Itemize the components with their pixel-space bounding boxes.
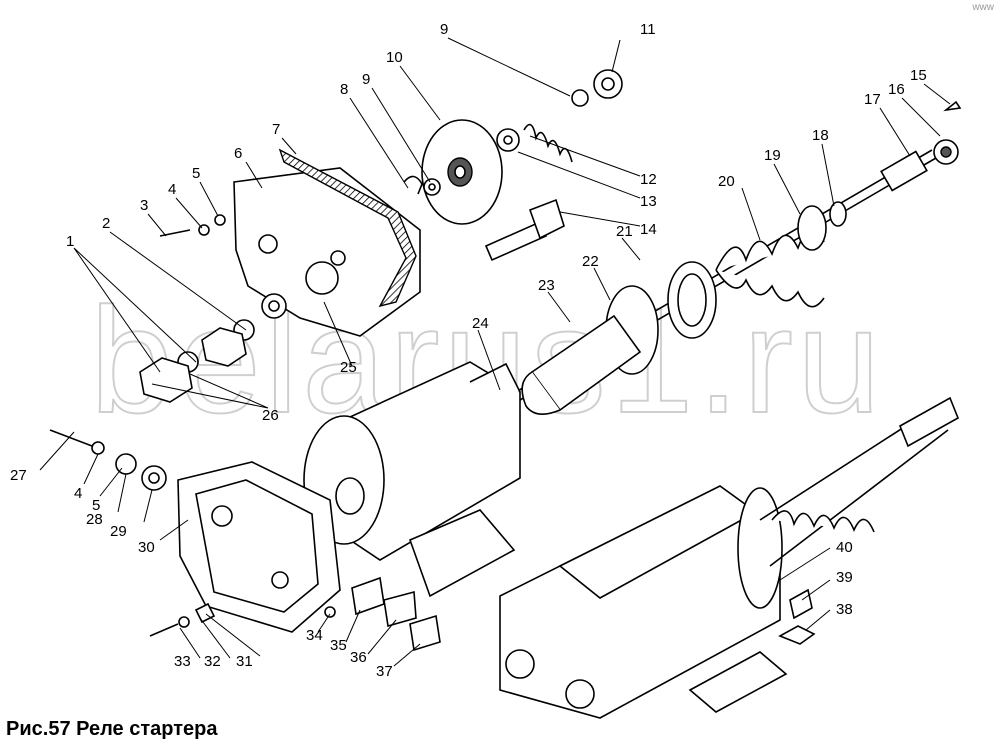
callout-13: 13	[640, 193, 657, 210]
callout-40: 40	[836, 539, 853, 556]
callout-16: 16	[888, 81, 905, 98]
callout-labels: 1 2 3 4 5 6 7 8 9 10 9 11 12 13 14 15 16…	[10, 21, 927, 680]
callout-34: 34	[306, 627, 323, 644]
callout-12: 12	[640, 171, 657, 188]
callout-5: 5	[192, 165, 200, 182]
end-cap-30	[177, 461, 341, 633]
callout-7: 7	[272, 121, 280, 138]
small-parts-bottom	[149, 576, 816, 652]
callout-20: 20	[718, 173, 735, 190]
callout-28: 28	[86, 511, 103, 528]
callout-23: 23	[538, 277, 555, 294]
assembled-relay-40	[499, 396, 960, 719]
callout-17: 17	[864, 91, 881, 108]
washers-8-9	[403, 175, 441, 196]
callout-1: 1	[66, 233, 74, 250]
callout-14: 14	[640, 221, 657, 238]
figure-caption: Рис.57 Реле стартера	[6, 718, 218, 740]
callout-21: 21	[616, 223, 633, 240]
callout-38: 38	[836, 601, 853, 618]
callout-33: 33	[174, 653, 191, 670]
callout-10: 10	[386, 49, 403, 66]
callout-18: 18	[812, 127, 829, 144]
callout-2: 2	[102, 215, 110, 232]
site-mark: www	[972, 2, 994, 13]
callout-19: 19	[764, 147, 781, 164]
bolt-14	[484, 198, 565, 262]
callout-37: 37	[376, 663, 393, 680]
callout-26: 26	[262, 407, 279, 424]
callout-11: 11	[640, 21, 656, 38]
leader-lines	[39, 37, 951, 667]
callout-4b: 4	[74, 485, 82, 502]
contact-disk-10	[421, 119, 503, 225]
callout-39: 39	[836, 569, 853, 586]
callout-6: 6	[234, 145, 242, 162]
callout-8: 8	[340, 81, 348, 98]
callout-32: 32	[204, 653, 221, 670]
callout-36: 36	[350, 649, 367, 666]
callout-35: 35	[330, 637, 347, 654]
callout-9a: 9	[362, 71, 370, 88]
small-parts-left	[49, 214, 287, 491]
callout-22: 22	[582, 253, 599, 270]
washer-11	[571, 69, 623, 107]
cover-plate-6	[233, 148, 421, 337]
callout-9b: 9	[440, 21, 448, 38]
ring-19-21	[667, 201, 847, 339]
callout-31: 31	[236, 653, 253, 670]
armature-22-23	[521, 285, 659, 415]
callout-25: 25	[340, 359, 357, 376]
callout-3: 3	[140, 197, 148, 214]
spring-12	[496, 123, 573, 163]
relay-housing-24	[303, 361, 521, 598]
callout-5b: 5	[92, 497, 100, 514]
callout-27: 27	[10, 467, 27, 484]
callout-4: 4	[168, 181, 176, 198]
callout-24: 24	[472, 315, 489, 332]
callout-15: 15	[910, 67, 927, 84]
callout-30: 30	[138, 539, 155, 556]
callout-29: 29	[110, 523, 127, 540]
